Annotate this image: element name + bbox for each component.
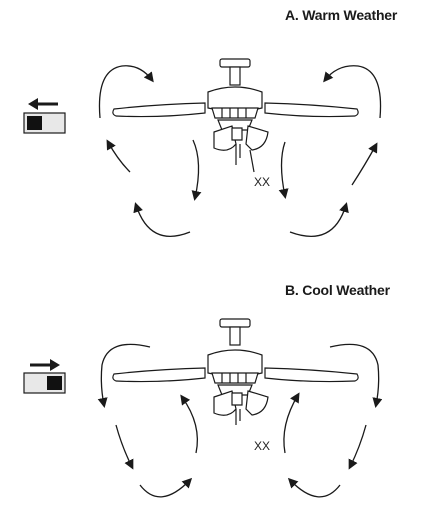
panel-title: A. Warm Weather xyxy=(285,7,398,23)
fan-diagram-warm xyxy=(23,58,382,237)
part-label: XX xyxy=(254,439,271,453)
switch-knob xyxy=(27,116,42,130)
direction-switch xyxy=(23,359,66,394)
warm-weather-panel: A. Warm Weather xyxy=(0,0,423,250)
switch-knob xyxy=(47,376,62,390)
direction-switch xyxy=(23,98,66,134)
switch-arrow-right-icon xyxy=(50,359,60,371)
airflow-arrows xyxy=(97,343,383,498)
cool-weather-panel: B. Cool Weather xyxy=(0,275,423,525)
airflow-arrows xyxy=(98,65,382,237)
part-label: XX xyxy=(254,175,271,189)
fan-diagram-cool xyxy=(23,318,383,498)
ceiling-fan xyxy=(112,318,359,425)
ceiling-fan xyxy=(112,58,359,173)
panel-title: B. Cool Weather xyxy=(285,282,390,298)
switch-arrow-left-icon xyxy=(28,98,38,110)
